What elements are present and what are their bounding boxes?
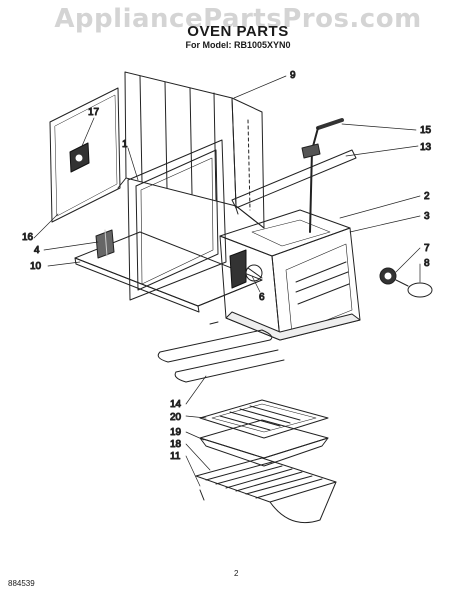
page-title: OVEN PARTS [187, 23, 289, 40]
insulation-panel [49, 87, 121, 223]
callout-6: 6 [259, 292, 265, 303]
callout-17: 17 [88, 107, 100, 118]
callout-7: 7 [424, 243, 430, 254]
callout-15: 15 [420, 125, 432, 136]
model-subtitle: For Model: RB1005XYN0 [185, 40, 291, 50]
gas-tube [301, 118, 344, 233]
callout-1: 1 [122, 139, 128, 150]
callout-19: 20 [170, 412, 182, 423]
callout-10: 10 [30, 261, 42, 272]
document-code: 884539 [8, 579, 35, 588]
callout-11: 13 [420, 142, 432, 153]
callout-14: 14 [170, 399, 182, 410]
oven-bottom-pan [225, 311, 361, 341]
callout-4: 4 [34, 245, 40, 256]
front-frame [127, 139, 227, 301]
callout-3: 3 [424, 211, 430, 222]
oven-rack [195, 457, 337, 524]
page-number: 2 [234, 569, 239, 578]
light-socket [379, 267, 397, 285]
callout-13: 11 [170, 451, 181, 462]
callout-8: 8 [424, 258, 430, 269]
callout-20: 18 [170, 439, 182, 450]
broil-element [157, 321, 285, 383]
callout-2: 2 [424, 191, 430, 202]
callout-leaders [33, 75, 421, 487]
light-bulb [395, 279, 433, 298]
bottom-tray [74, 231, 263, 313]
callout-16: 16 [22, 232, 34, 243]
side-bracket [95, 229, 115, 259]
callout-18: 19 [170, 427, 182, 438]
oven-wrapper [117, 71, 265, 229]
watermark: AppliancePartsPros.com [54, 4, 422, 34]
side-rail [231, 149, 357, 215]
broil-grid [199, 399, 329, 439]
callout-9: 9 [290, 70, 296, 81]
